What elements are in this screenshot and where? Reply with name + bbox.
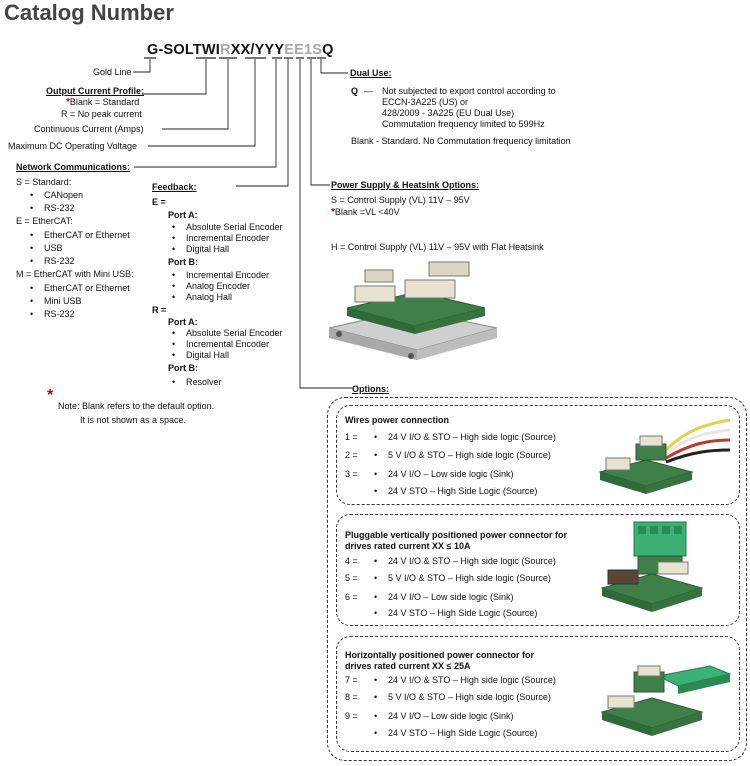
feedback-r: R = (152, 305, 167, 315)
option-num: 7 = (345, 675, 358, 685)
option-group-title: Pluggable vertically positioned power co… (345, 530, 568, 540)
note-line-1: Note: Blank refers to the default option… (58, 401, 215, 411)
feedback-item: Digital Hall (172, 350, 229, 361)
dual-use-line: ECCN-3A225 (US) or (382, 97, 469, 107)
power-h: H = Control Supply (VL) 11V – 95V with F… (331, 242, 544, 252)
net-s-item: RS-232 (30, 203, 74, 214)
feedback-item: Absolute Serial Encoder (172, 328, 282, 339)
dual-use-line: Not subjected to export control accordin… (382, 86, 556, 96)
option-num: 2 = (345, 450, 358, 460)
feedback-e: E = (152, 197, 166, 207)
max-dc-label: Maximum DC Operating Voltage (8, 141, 138, 151)
dual-use-title: Dual Use: (350, 68, 392, 78)
feedback-item: Incremental Encoder (172, 270, 269, 281)
feedback-e-port-b: Port B: (168, 257, 198, 267)
heatsink-drive-image (328, 261, 498, 360)
feedback-item: Absolute Serial Encoder (172, 222, 282, 233)
option-text: 24 V I/O & STO – High side logic (Source… (374, 675, 556, 686)
option-num: 6 = (345, 592, 358, 602)
option-group-title: Wires power connection (345, 415, 449, 425)
asterisk-icon: * (66, 97, 70, 108)
output-r: R = No peak current (61, 109, 142, 119)
option-group-subtitle: drives rated current XX ≤ 25A (345, 661, 471, 671)
code-ee1: EE1 (284, 42, 313, 58)
feedback-item: Incremental Encoder (172, 339, 269, 350)
continuous-current-label: Continuous Current (Amps) (34, 124, 144, 134)
net-m-item: EtherCAT or Ethernet (30, 283, 130, 294)
power-s: S = Control Supply (VL) 11V – 95V (331, 195, 470, 205)
net-e-item: RS-232 (30, 256, 74, 267)
option-num: 9 = (345, 711, 358, 721)
option-text: 24 V I/O – Low side logic (Sink) (374, 469, 514, 480)
output-current-title: Output Current Profile: (46, 86, 144, 96)
option-text: 5 V I/O & STO – High side logic (Source) (374, 692, 551, 703)
power-blank: *Blank =VL <40V (331, 207, 400, 218)
horizontal-connector-drive-image (600, 665, 732, 736)
dual-use-line: 428/2009 - 3A225 (EU Dual Use) (382, 108, 515, 118)
asterisk-icon: * (331, 207, 335, 218)
note-asterisk-icon: * (47, 387, 54, 404)
option-group-3 (336, 636, 740, 752)
feedback-item: Incremental Encoder (172, 233, 269, 244)
net-s: S = Standard: (16, 177, 72, 187)
feedback-item: Digital Hall (172, 244, 229, 255)
code-xx-yyy: XX/YYY (230, 42, 285, 58)
code-q: Q (322, 42, 334, 58)
option-group-subtitle: drives rated current XX ≤ 10A (345, 541, 471, 551)
output-blank: *Blank = Standard (66, 97, 140, 108)
options-panel (327, 397, 747, 761)
option-group-2 (336, 514, 740, 626)
catalog-code: G-SOLTWIRXX/YYYEE1SQ (147, 42, 334, 58)
dual-use-blank: Blank - Standard. No Commutation frequen… (351, 136, 571, 146)
power-title: Power Supply & Heatsink Options: (331, 180, 480, 190)
network-title: Network Communications: (16, 162, 131, 172)
feedback-title: Feedback: (152, 182, 197, 192)
net-e-item: USB (30, 243, 62, 254)
feedback-item: Analog Hall (172, 292, 232, 303)
feedback-e-port-a: Port A: (168, 210, 198, 220)
code-s: S (312, 42, 323, 58)
dual-use-line: Commutation frequency limited to 599Hz (382, 119, 545, 129)
option-text: 5 V I/O & STO – High side logic (Source) (374, 450, 551, 461)
feedback-item: Resolver (172, 377, 221, 388)
code-g: G (147, 42, 159, 58)
feedback-item: Analog Encoder (172, 281, 250, 292)
option-text: 24 V STO – High Side Logic (Source) (374, 728, 537, 739)
net-s-item: CANopen (30, 190, 83, 201)
option-text: 24 V I/O & STO – High side logic (Source… (374, 432, 556, 443)
option-text: 24 V STO – High Side Logic (Source) (374, 486, 537, 497)
option-group-1 (336, 405, 740, 505)
gold-line-label: Gold Line (93, 67, 132, 77)
option-num: 3 = (345, 469, 358, 479)
option-num: 5 = (345, 573, 358, 583)
option-text: 24 V STO – High Side Logic (Source) (374, 608, 537, 619)
wires-drive-image (598, 418, 731, 494)
option-text: 5 V I/O & STO – High side logic (Source) (374, 573, 551, 584)
option-text: 24 V I/O & STO – High side logic (Source… (374, 556, 556, 567)
code-soltwi: -SOLTWI (158, 42, 221, 58)
net-e-item: EtherCAT or Ethernet (30, 230, 130, 241)
feedback-r-port-b: Port B: (168, 363, 198, 373)
options-title: Options: (352, 384, 389, 394)
dual-use-q: Q (351, 86, 359, 96)
option-group-title: Horizontally positioned power connector … (345, 650, 535, 660)
net-m-item: Mini USB (30, 296, 81, 307)
option-text: 24 V I/O – Low side logic (Sink) (374, 592, 514, 603)
net-e: E = EtherCAT: (16, 216, 73, 226)
option-num: 1 = (345, 432, 358, 442)
code-r: R (220, 42, 231, 58)
option-num: 8 = (345, 692, 358, 702)
page-title: Catalog Number (4, 0, 174, 25)
feedback-r-port-a: Port A: (168, 317, 198, 327)
dual-use-dash: — (364, 86, 373, 96)
net-m: M = EtherCAT with Mini USB: (16, 269, 134, 279)
note-line-2: It is not shown as a space. (80, 415, 187, 425)
net-m-item: RS-232 (30, 309, 74, 320)
vertical-connector-drive-image (600, 521, 704, 612)
option-num: 4 = (345, 556, 358, 566)
option-text: 24 V I/O – Low side logic (Sink) (374, 711, 514, 722)
